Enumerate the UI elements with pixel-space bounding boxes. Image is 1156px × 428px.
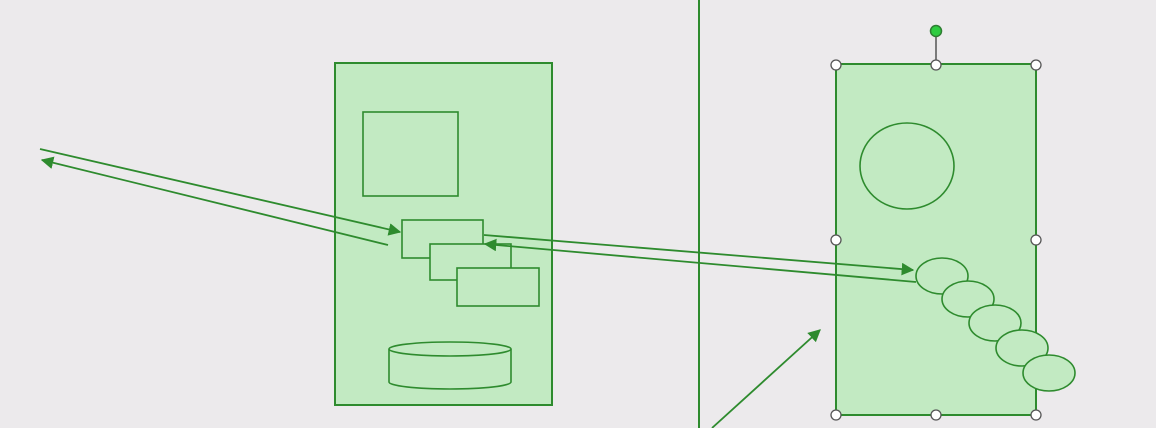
resize-handle-bottom-left[interactable] (830, 409, 842, 421)
cylinder-shape[interactable] (388, 341, 512, 390)
resize-handle-top-center[interactable] (930, 59, 942, 71)
selection-handles[interactable] (830, 24, 1042, 421)
left-container[interactable] (334, 62, 553, 406)
arrow-outgoing-box-to-left[interactable] (40, 156, 389, 246)
resize-handle-top-right[interactable] (1030, 59, 1042, 71)
resize-handle-bottom-right[interactable] (1030, 409, 1042, 421)
circle-shape[interactable] (859, 122, 955, 210)
square-shape[interactable] (362, 111, 459, 197)
resize-handle-middle-left[interactable] (830, 234, 842, 246)
arrow-bottom-to-right-container[interactable] (711, 329, 821, 428)
chain-ellipse-5[interactable] (1022, 354, 1076, 392)
rotate-handle-icon[interactable] (929, 24, 943, 38)
resize-handle-bottom-center[interactable] (930, 409, 942, 421)
right-container[interactable] (835, 63, 1076, 416)
arrow-incoming-left-to-box[interactable] (39, 148, 402, 236)
arrow-box-to-chain[interactable] (483, 234, 915, 276)
arrow-chain-to-box[interactable] (483, 238, 917, 283)
resize-handle-top-left[interactable] (830, 59, 842, 71)
stacked-box-3[interactable] (456, 267, 540, 307)
resize-handle-middle-right[interactable] (1030, 234, 1042, 246)
